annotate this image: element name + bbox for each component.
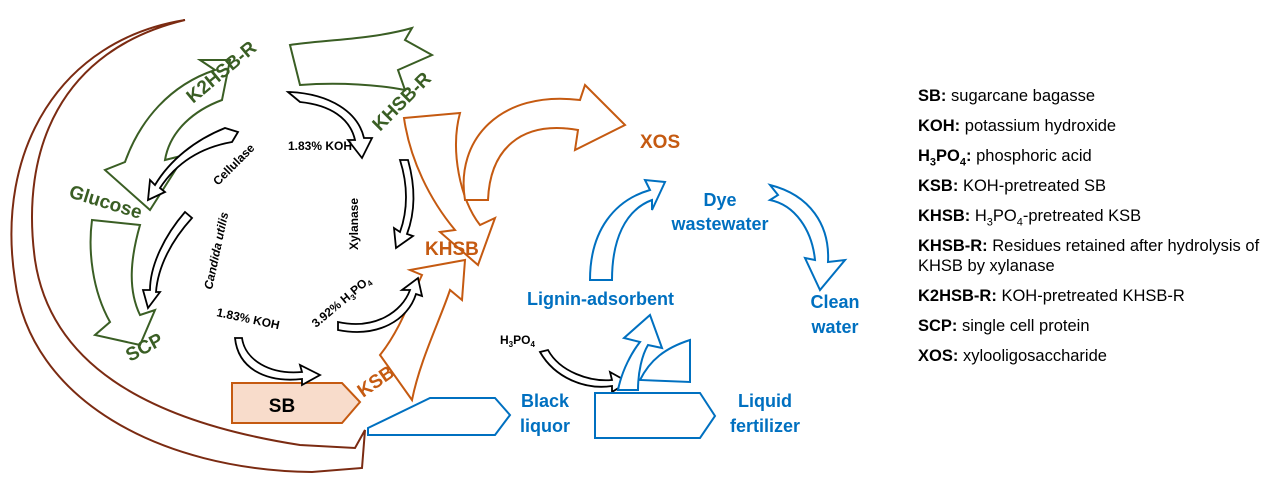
process-diagram: SB K2HSB-R KHSB-R Glucose SCP KSB KHSB X…	[10, 19, 860, 474]
legend-term: SB:	[918, 87, 947, 105]
xylanase-label: Xylanase	[347, 198, 361, 250]
xos-label: XOS	[640, 132, 680, 153]
black-liquor-label-2: liquor	[520, 416, 570, 436]
h3po4-left-po: PO	[513, 333, 530, 347]
candida-label: Candida utilis	[201, 210, 231, 290]
dye-label-2: wastewater	[670, 214, 768, 234]
koh-bottom-arrow	[234, 337, 322, 387]
clean-water-label-2: water	[810, 317, 858, 337]
black-liquor-label-1: Black	[521, 391, 570, 411]
legend-term-sub3: 3	[929, 156, 937, 169]
legend-term: SCP:	[918, 317, 958, 335]
h3po4-arrow	[337, 276, 424, 333]
dye-arrow	[588, 178, 667, 281]
legend-entry-k2hsb-r: K2HSB-R: KOH-pretreated KHSB-R	[918, 286, 1263, 306]
legend-desc-sub3: 3	[986, 216, 993, 229]
legend-desc: single cell protein	[962, 317, 1090, 335]
legend-desc: phosphoric acid	[976, 147, 1092, 165]
legend-term: XOS:	[918, 347, 959, 365]
candida-arrow	[141, 210, 194, 311]
legend-entry-scp: SCP: single cell protein	[918, 316, 1263, 336]
liquid-fertilizer-label-1: Liquid	[738, 391, 792, 411]
legend-desc: potassium hydroxide	[964, 117, 1117, 135]
xylanase-arrow	[392, 159, 415, 250]
h3po4-left-arrow	[538, 348, 630, 394]
legend-entry-khsb-r: KHSB-R: Residues retained after hydrolys…	[918, 236, 1263, 276]
h3po4-sub3: 3	[349, 292, 359, 302]
legend-term-sub4: 4	[959, 156, 967, 169]
lignin-up-arrow	[616, 313, 664, 391]
legend-desc-rest: -pretreated KSB	[1022, 207, 1142, 225]
liquid-fertilizer-label-2: fertilizer	[730, 416, 800, 436]
legend-term-po: PO	[936, 147, 960, 165]
legend-entry-h3po4: H3PO4: phosphoric acid	[918, 146, 1263, 169]
sb-box	[231, 382, 362, 424]
xos-arrow	[462, 83, 627, 201]
legend-term-colon: :	[966, 147, 972, 165]
ksb-up-arrow	[378, 258, 467, 403]
clean-water-arrow	[767, 183, 848, 292]
koh-top-label: 1.83% KOH	[288, 139, 352, 153]
legend-desc-sub4: 4	[1016, 216, 1023, 229]
legend-desc: KOH-pretreated SB	[962, 177, 1106, 195]
legend-entry-koh: KOH: potassium hydroxide	[918, 116, 1263, 136]
candida-text: Candida utilis	[201, 210, 231, 290]
khsb-r-arrow	[288, 26, 435, 92]
koh-bottom-label: 1.83% KOH	[215, 305, 281, 332]
koh-top-arrow	[285, 91, 374, 160]
liquid-fertilizer-arrow	[594, 392, 717, 439]
legend-entry-khsb: KHSB: H3PO4-pretreated KSB	[918, 206, 1263, 229]
h3po4-sub4: 4	[365, 278, 375, 288]
legend-desc-po: PO	[992, 207, 1017, 225]
legend-desc-h: H	[974, 207, 987, 225]
legend-desc: H3PO4-pretreated KSB	[974, 207, 1142, 229]
lignin-up-arrow-2	[638, 338, 691, 384]
legend-desc: KOH-pretreated KHSB-R	[1001, 287, 1185, 305]
cellulase-arrow	[146, 127, 240, 202]
h3po4-left-label: H3PO4	[500, 333, 535, 349]
h3po4-left-h: H	[500, 333, 509, 347]
legend-term: KHSB-R:	[918, 237, 988, 255]
legend-term: KSB:	[918, 177, 959, 195]
legend: SB: sugarcane bagasse KOH: potassium hyd…	[918, 86, 1263, 376]
glucose-arrow	[103, 59, 232, 212]
legend-entry-xos: XOS: xylooligosaccharide	[918, 346, 1263, 366]
black-liquor-arrow	[367, 397, 512, 436]
h3po4-left-sub4: 4	[530, 340, 535, 349]
dye-label-1: Dye	[703, 190, 736, 210]
h3po4-left-sub3: 3	[509, 340, 514, 349]
legend-entry-sb: SB: sugarcane bagasse	[918, 86, 1263, 106]
cellulase-label: Cellulase	[210, 141, 257, 188]
legend-term: KOH:	[918, 117, 961, 135]
scp-arrow	[89, 218, 157, 347]
legend-desc: Residues retained after hydrolysis of KH…	[918, 237, 1260, 275]
legend-desc: sugarcane bagasse	[951, 87, 1096, 105]
legend-entry-ksb: KSB: KOH-pretreated SB	[918, 176, 1263, 196]
sb-label: SB	[269, 396, 295, 417]
legend-term: KHSB:	[918, 207, 971, 225]
legend-term: H3PO4:	[918, 147, 972, 169]
lignin-adsorbent-label: Lignin-adsorbent	[527, 289, 674, 309]
legend-term-h: H	[918, 147, 930, 165]
clean-water-label-1: Clean	[810, 292, 859, 312]
legend-desc: xylooligosaccharide	[962, 347, 1107, 365]
khsb-arrow	[402, 111, 497, 267]
legend-term: K2HSB-R:	[918, 287, 997, 305]
khsb-label: KHSB	[425, 239, 479, 260]
recycle-loop-arrow	[10, 19, 366, 474]
